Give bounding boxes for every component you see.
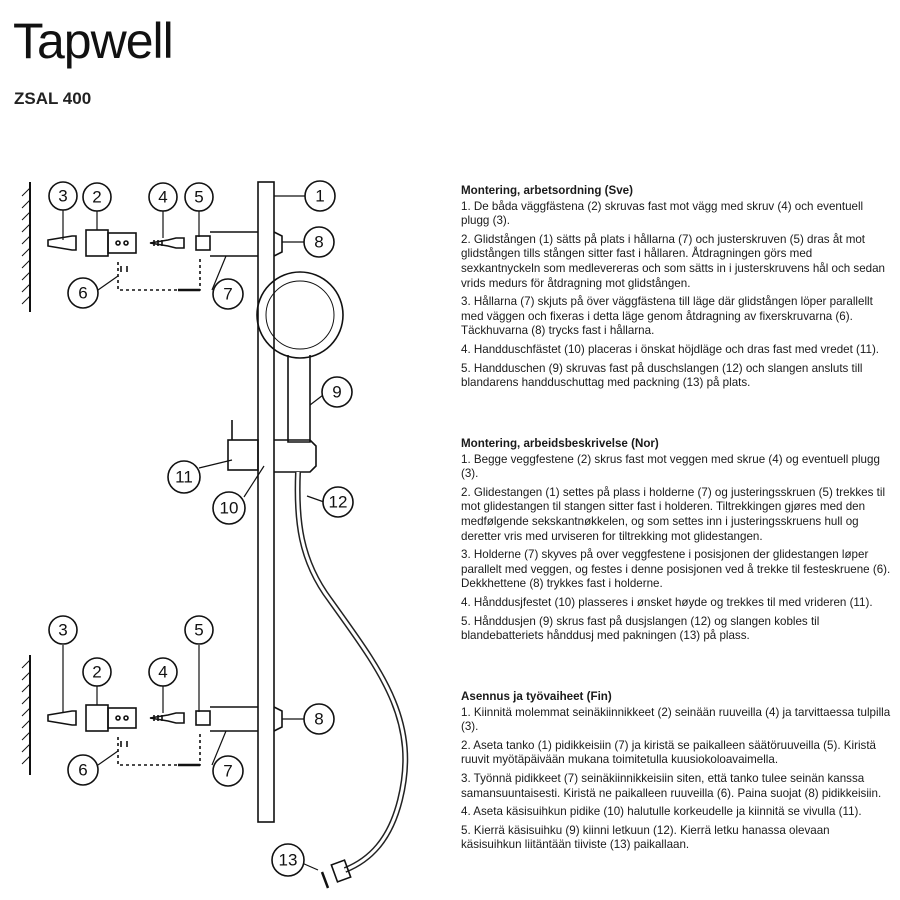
callout-4-top: [148, 182, 178, 212]
callout-label-5-top: 5: [194, 188, 203, 207]
shower-bracket: [227, 439, 259, 471]
step-1: 1. De båda väggfästena (2) skruvas fast …: [461, 199, 864, 228]
instructions-norwegian: Montering, arbeidsbeskrivelse (Nor) 1. B…: [461, 437, 891, 648]
callout-label-6-bottom: 6: [78, 761, 87, 780]
wall-hatch-top: [21, 187, 31, 305]
assembly-diagram: 3 2 4 5 1 8 6 7 9 11 10 12 3 2 4 5 8 6 7…: [21, 180, 409, 889]
callout-label-8-top: 8: [314, 233, 323, 252]
callout-label-3-bottom: 3: [58, 621, 67, 640]
callout-label-2-bottom: 2: [92, 663, 101, 682]
set-screw-bottom: [195, 710, 211, 726]
hand-shower-head: [256, 271, 344, 359]
callout-label-9: 9: [332, 383, 341, 402]
callout-label-8-bottom: 8: [314, 710, 323, 729]
callout-label-13: 13: [279, 851, 298, 870]
callout-label-11: 11: [175, 468, 193, 487]
screw-bottom: [149, 712, 185, 724]
screw-fix-bottom: [117, 733, 201, 766]
set-screw-top: [195, 235, 211, 251]
callout-label-5-bottom: 5: [194, 621, 203, 640]
callout-label-6-top: 6: [78, 284, 87, 303]
holder-top: [210, 231, 283, 257]
step-2: 2. Glidestangen (1) settes på plass i ho…: [461, 485, 886, 543]
callout-5-bottom: [184, 615, 214, 645]
callout-1: [304, 180, 336, 212]
step-5: 5. Hånddusjen (9) skrus fast på dusjslan…: [461, 614, 820, 643]
callout-3-top: [48, 181, 78, 211]
wall-mount-top: [85, 229, 109, 257]
callout-11: [167, 460, 201, 494]
shower-hose: [294, 471, 409, 873]
callout-label-2-top: 2: [92, 188, 101, 207]
callout-label-7-bottom: 7: [223, 762, 232, 781]
callout-label-12: 12: [329, 493, 348, 512]
step-4: 4. Handduschfästet (10) placeras i önska…: [461, 342, 880, 356]
callout-label-7-top: 7: [223, 285, 232, 304]
callout-10: [212, 491, 246, 525]
callout-9: [321, 376, 353, 408]
step-1: 1. Kiinnitä molemmat seinäkiinnikkeet (2…: [461, 705, 891, 734]
brand-logo: Tapwell: [13, 13, 174, 69]
plug-top: [47, 235, 77, 251]
callout-2-bottom: [82, 657, 112, 687]
callout-4-bottom: [148, 657, 178, 687]
step-5: 5. Kierrä käsisuihku (9) kiinni letkuun …: [461, 823, 830, 852]
step-3: 3. Työnnä pidikkeet (7) seinäkiinnikkeis…: [461, 771, 882, 800]
step-2: 2. Glidstången (1) sätts på plats i håll…: [461, 232, 886, 290]
step-3: 3. Hållarna (7) skjuts på över väggfäste…: [461, 295, 873, 338]
wall-mount-plate-bottom: [107, 707, 137, 729]
callout-2-top: [82, 182, 112, 212]
instructions-swedish: Montering, arbetsordning (Sve) 1. De båd…: [461, 184, 891, 395]
step-2: 2. Aseta tanko (1) pidikkeisiin (7) ja k…: [461, 738, 876, 767]
callout-label-10: 10: [220, 499, 239, 518]
step-4: 4. Aseta käsisuihkun pidike (10) halutul…: [461, 805, 862, 819]
callout-3-bottom: [48, 615, 78, 645]
callout-label-4-bottom: 4: [158, 663, 167, 682]
callout-label-4-top: 4: [158, 188, 167, 207]
callout-label-3-top: 3: [58, 187, 67, 206]
section-title-norwegian: Montering, arbeidsbeskrivelse (Nor): [461, 437, 659, 450]
callout-6-top: [67, 277, 99, 309]
step-5: 5. Handduschen (9) skruvas fast på dusch…: [461, 361, 863, 390]
callout-8-bottom: [303, 703, 335, 735]
wall-mount-bottom: [85, 704, 109, 732]
callout-7-top: [212, 278, 244, 310]
callout-12: [322, 486, 354, 518]
callout-8-top: [303, 226, 335, 258]
callout-5-top: [184, 182, 214, 212]
section-title-finnish: Asennus ja työvaiheet (Fin): [461, 690, 612, 703]
washer-13: [320, 871, 330, 889]
screw-fix-top: [117, 258, 201, 291]
model-number: ZSAL 400: [14, 89, 92, 108]
section-title-swedish: Montering, arbetsordning (Sve): [461, 184, 633, 197]
callout-6-bottom: [67, 754, 99, 786]
callout-13: [271, 843, 305, 877]
slide-bar: [257, 181, 275, 823]
step-1: 1. Begge veggfestene (2) skrus fast mot …: [461, 452, 880, 481]
hand-shower-handle: [287, 355, 311, 443]
plug-bottom: [47, 710, 77, 726]
step-4: 4. Hånddusjfestet (10) plasseres i ønske…: [461, 595, 873, 609]
instructions-finnish: Asennus ja työvaiheet (Fin) 1. Kiinnitä …: [461, 690, 891, 857]
callout-label-1: 1: [315, 187, 324, 206]
callout-7-bottom: [212, 755, 244, 787]
wall-mount-plate-top: [107, 232, 137, 254]
holder-bottom: [210, 706, 283, 732]
screw-top: [149, 237, 185, 249]
wall-hatch-bottom: [21, 659, 31, 765]
hose-nut: [330, 859, 352, 883]
step-3: 3. Holderne (7) skyves på over veggfeste…: [461, 548, 891, 591]
